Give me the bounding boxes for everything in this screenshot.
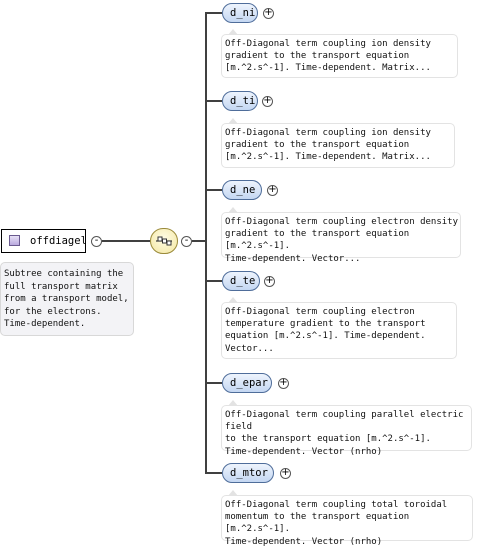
doc-line: to the transport equation [m.^2.s^-1]. [225, 434, 431, 445]
connector-line [192, 240, 206, 242]
expand-toggle-icon[interactable]: + [264, 275, 275, 287]
documentation-d-ti: Off-Diagonal term coupling ion density g… [221, 123, 455, 168]
doc-line: [m.^2.s^-1]. Time-dependent. Matrix... [225, 63, 431, 74]
element-d-ni[interactable]: d_ni [222, 3, 258, 23]
element-d-te[interactable]: d_te [222, 271, 260, 291]
doc-line: Time-dependent. Vector... [225, 253, 361, 264]
doc-line: [m.^2.s^-1]. Time-dependent. Matrix... [225, 152, 431, 163]
doc-pointer [228, 207, 238, 213]
doc-pointer [228, 118, 238, 124]
branch-line [205, 100, 222, 102]
doc-line: Off-Diagonal term coupling parallel elec… [225, 410, 464, 433]
root-element-label: offdiagel [30, 235, 87, 247]
doc-pointer [228, 490, 238, 496]
element-icon [9, 235, 20, 246]
element-d-epar[interactable]: d_epar [222, 373, 272, 393]
expand-toggle-icon[interactable]: + [280, 467, 291, 479]
documentation-d-te: Off-Diagonal term coupling electron temp… [221, 302, 457, 359]
doc-line: Time-dependent. Vector (nrho) [225, 446, 383, 457]
doc-pointer [228, 29, 238, 35]
doc-line: Off-Diagonal term coupling electron [225, 307, 415, 317]
root-doc-line: Subtree containing the [4, 269, 124, 279]
root-element-offdiagel[interactable]: offdiagel [1, 229, 87, 253]
branch-line [205, 382, 222, 384]
documentation-d-ne: Off-Diagonal term coupling electron dens… [221, 212, 461, 264]
documentation-d-mtor: Off-Diagonal term coupling total toroida… [221, 495, 473, 547]
collapse-toggle-icon[interactable]: - [181, 236, 192, 247]
sequence-compositor-icon [156, 236, 172, 246]
documentation-d-epar: Off-Diagonal term coupling parallel elec… [221, 405, 472, 457]
expand-toggle-icon[interactable]: + [267, 184, 278, 196]
doc-pointer [228, 400, 238, 406]
branch-line [205, 472, 222, 474]
doc-line: gradient to the transport equation [225, 51, 410, 62]
doc-pointer [228, 297, 238, 303]
root-doc-line: Time-dependent. [4, 319, 86, 329]
doc-line: Off-Diagonal term coupling total toroida… [225, 500, 448, 510]
branch-line [205, 189, 222, 191]
element-d-ne[interactable]: d_ne [222, 180, 262, 200]
trunk-line [205, 12, 207, 473]
doc-line: momentum to the transport equation [m.^2… [225, 512, 410, 535]
doc-line: Off-Diagonal term coupling electron dens… [225, 217, 458, 227]
branch-line [205, 280, 222, 282]
doc-line: equation [m.^2.s^-1]. Time-dependent. [225, 331, 426, 342]
doc-line: Off-Diagonal term coupling ion density [225, 39, 431, 49]
sequence-compositor[interactable] [150, 228, 178, 254]
doc-line: Time-dependent. Vector (nrho) [225, 536, 383, 547]
branch-line [205, 12, 222, 14]
doc-line: temperature gradient to the transport [225, 319, 426, 330]
root-doc-line: full transport matrix [4, 281, 118, 292]
expand-toggle-icon[interactable]: + [263, 7, 274, 19]
element-d-ti[interactable]: d_ti [222, 91, 258, 111]
doc-line: Vector... [225, 343, 274, 354]
collapse-toggle-icon[interactable]: - [91, 236, 102, 247]
doc-line: Off-Diagonal term coupling ion density [225, 128, 431, 138]
expand-toggle-icon[interactable]: + [278, 377, 289, 389]
root-doc-line: for the electrons. [4, 306, 102, 317]
doc-line: gradient to the transport equation [m.^2… [225, 229, 410, 252]
doc-line: gradient to the transport equation [225, 140, 410, 151]
connector-line [102, 240, 150, 242]
element-d-mtor[interactable]: d_mtor [222, 463, 274, 483]
root-doc-line: from a transport model, [4, 294, 129, 304]
documentation-d-ni: Off-Diagonal term coupling ion density g… [221, 34, 458, 78]
expand-toggle-icon[interactable]: + [262, 95, 273, 107]
root-documentation: Subtree containing the full transport ma… [0, 262, 134, 336]
